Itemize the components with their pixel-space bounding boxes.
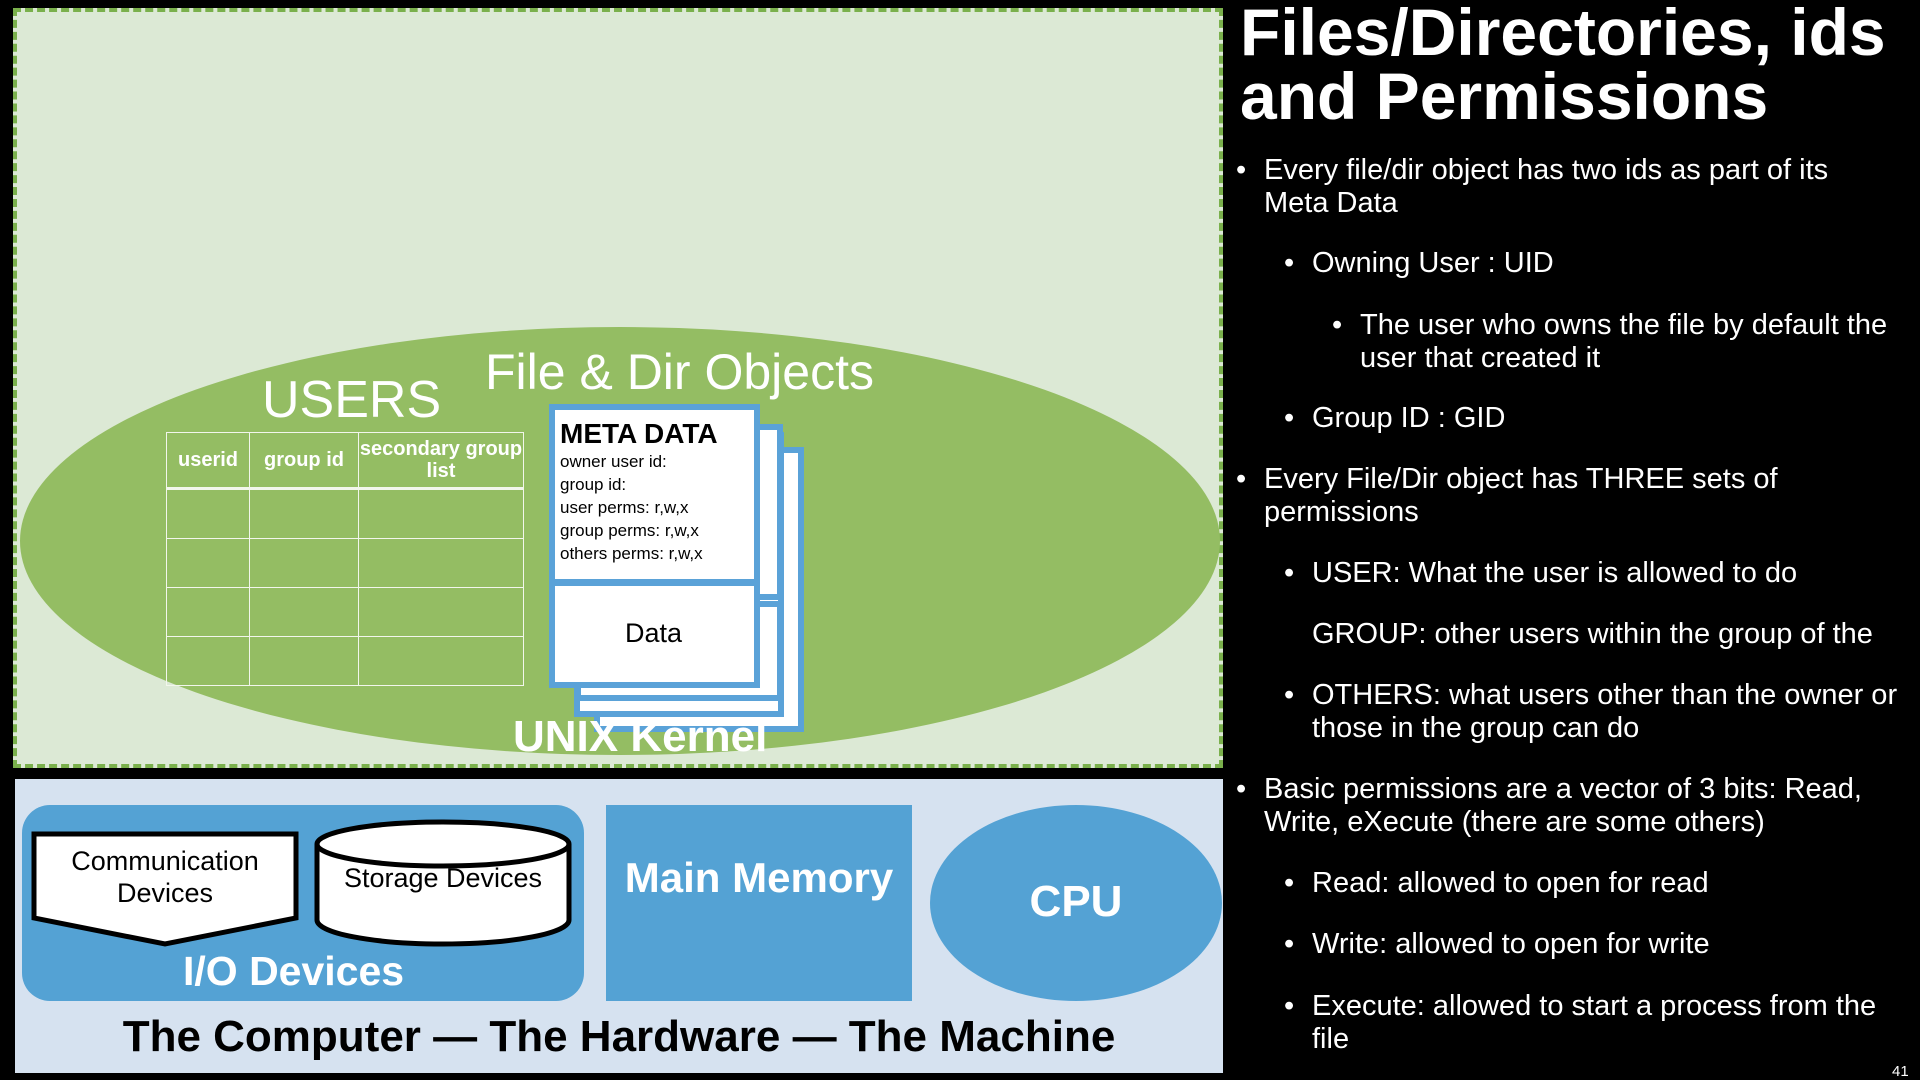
bullet-dot-icon: • xyxy=(1284,928,1295,960)
meta-data-title: META DATA xyxy=(560,418,718,449)
table-cell xyxy=(249,636,359,686)
bullet-item: • Group ID : GID xyxy=(1284,402,1902,435)
bullet-item: • OTHERS: what users other than the owner… xyxy=(1284,679,1902,745)
table-row xyxy=(166,636,524,686)
bullet-dot-icon: • xyxy=(1236,773,1247,805)
bullet-dot-icon: • xyxy=(1284,557,1295,589)
table-cell xyxy=(249,538,359,588)
bullet-text: GROUP: other users within the group of t… xyxy=(1312,618,1873,650)
bullet-item: • The user who owns the file by default t… xyxy=(1332,309,1890,375)
page-number: 41 xyxy=(1892,1063,1909,1080)
communication-devices-shape xyxy=(31,831,299,947)
meta-others-perms: others perms: r,w,x xyxy=(560,544,703,563)
header-group-id: group id xyxy=(249,432,359,490)
bullet-text: Basic permissions are a vector of 3 bits… xyxy=(1264,773,1862,838)
table-cell xyxy=(249,488,359,539)
hardware-caption: The Computer — The Hardware — The Machin… xyxy=(122,1012,1116,1061)
table-cell xyxy=(166,538,250,588)
meta-group-id: group id: xyxy=(560,475,627,494)
bullet-item: • Write: allowed to open for write xyxy=(1284,928,1902,961)
table-cell xyxy=(166,488,250,539)
bullet-item: • Basic permissions are a vector of 3 bit… xyxy=(1236,773,1904,839)
bullet-item: • Execute: allowed to start a process fro… xyxy=(1284,990,1902,1056)
main-memory-box xyxy=(606,805,912,1001)
bullet-text: OTHERS: what users other than the owner … xyxy=(1312,679,1898,744)
table-row xyxy=(166,488,524,539)
io-devices-label: I/O Devices xyxy=(183,948,405,994)
bullet-dot-icon: • xyxy=(1236,463,1247,495)
table-cell xyxy=(166,587,250,637)
users-table: userid group id secondary group list xyxy=(166,432,524,686)
slide-title: Files/Directories, ids and Permissions xyxy=(1240,0,1886,133)
table-cell xyxy=(249,587,359,637)
bullet-text: Group ID : GID xyxy=(1312,402,1506,434)
bullet-text: Execute: allowed to start a process from… xyxy=(1312,990,1877,1055)
storage-devices-cylinder xyxy=(314,819,572,947)
bullet-item: • Every File/Dir object has THREE sets of… xyxy=(1236,463,1864,529)
bullet-item: • Read: allowed to open for read xyxy=(1284,867,1902,900)
bullet-dot-icon: • xyxy=(1284,679,1295,711)
bullet-item: • Owning User : UID xyxy=(1284,247,1902,280)
table-cell xyxy=(358,636,524,686)
bullet-item: • Every file/dir object has two ids as pa… xyxy=(1236,154,1884,220)
table-cell xyxy=(358,488,524,539)
bullet-dot-icon: • xyxy=(1284,990,1295,1022)
table-cell xyxy=(358,538,524,588)
header-secondary-group-list: secondary group list xyxy=(358,432,524,490)
table-cell xyxy=(166,636,250,686)
bullet-item: • USER: What the user is allowed to do xyxy=(1284,557,1912,590)
bullet-text: Read: allowed to open for read xyxy=(1312,867,1709,899)
meta-owner-user-id: owner user id: xyxy=(560,452,667,471)
meta-data-card xyxy=(549,404,760,585)
unix-kernel-label: UNIX Kernel xyxy=(513,712,768,761)
data-label: Data xyxy=(625,618,683,648)
users-table-header: userid group id secondary group list xyxy=(166,432,524,490)
table-row xyxy=(166,538,524,588)
bullet-text: Owning User : UID xyxy=(1312,247,1554,279)
cpu-label: CPU xyxy=(1029,877,1123,926)
bullet-dot-icon: • xyxy=(1332,309,1343,341)
bullet-dot-icon: • xyxy=(1284,867,1295,899)
communication-devices-label: Communication Devices xyxy=(71,846,259,908)
bullet-text: The user who owns the file by default th… xyxy=(1360,309,1888,374)
bullet-text: Every File/Dir object has THREE sets of … xyxy=(1264,463,1778,528)
meta-group-perms: group perms: r,w,x xyxy=(560,521,699,540)
bullet-text: USER: What the user is allowed to do xyxy=(1312,557,1798,589)
table-cell xyxy=(358,587,524,637)
bullet-text: Write: allowed to open for write xyxy=(1312,928,1710,960)
bullet-dot-icon: • xyxy=(1284,402,1295,434)
bullet-text: Every file/dir object has two ids as par… xyxy=(1264,154,1829,219)
bullet-dot-icon: • xyxy=(1236,154,1247,186)
header-userid: userid xyxy=(166,432,250,490)
table-row xyxy=(166,587,524,637)
file-dir-objects-title: File & Dir Objects xyxy=(485,344,874,400)
users-title: USERS xyxy=(262,371,442,429)
bullet-item: •GROUP: other users within the group of … xyxy=(1312,618,1918,651)
cpu-ellipse xyxy=(930,805,1222,1001)
storage-devices-label: Storage Devices xyxy=(343,863,543,893)
bullet-dot-icon: • xyxy=(1284,247,1295,279)
data-card xyxy=(549,580,760,688)
meta-user-perms: user perms: r,w,x xyxy=(560,498,689,517)
main-memory-label: Main Memory xyxy=(624,854,894,901)
